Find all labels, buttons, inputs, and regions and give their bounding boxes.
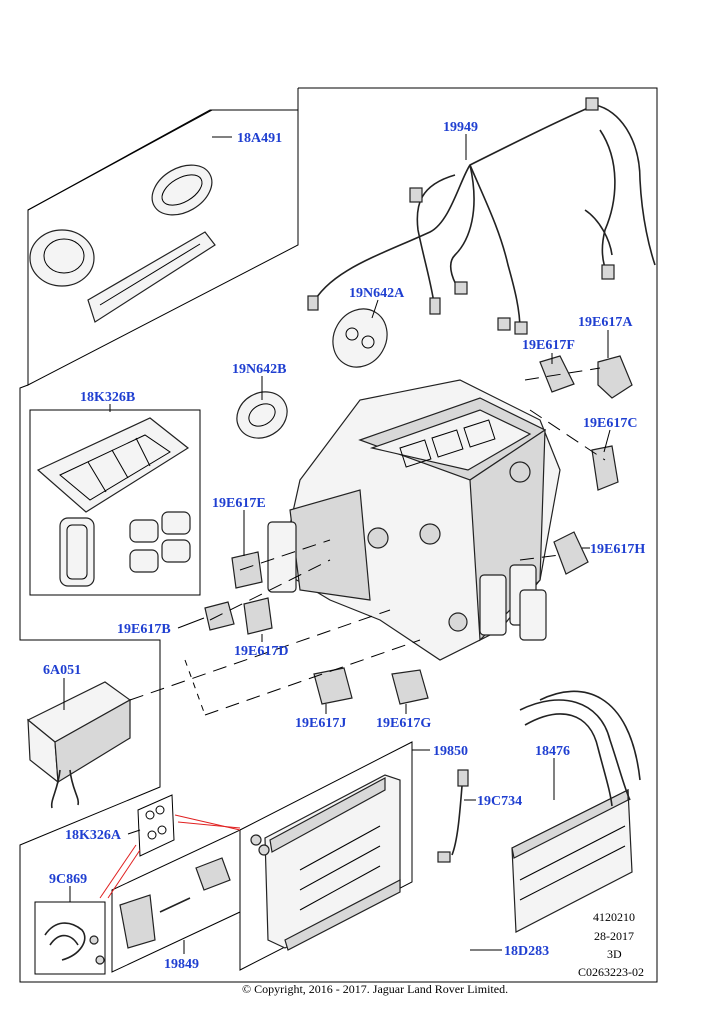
label-19E617B: 19E617B bbox=[117, 622, 171, 637]
evaporator-part bbox=[26, 681, 132, 809]
hvac-housing-part bbox=[267, 379, 561, 661]
alignment-dashes bbox=[129, 367, 606, 716]
seal-kit-a-panel-frame bbox=[137, 794, 175, 857]
actuator-g-part bbox=[391, 669, 429, 705]
wiring-harness-part bbox=[307, 97, 656, 335]
label-19E617H: 19E617H bbox=[590, 542, 645, 557]
label-19E617D: 19E617D bbox=[234, 644, 288, 659]
meta-code-2: 28-2017 bbox=[594, 929, 634, 943]
label-18476: 18476 bbox=[535, 744, 570, 759]
copyright-text: © Copyright, 2016 - 2017. Jaguar Land Ro… bbox=[242, 982, 508, 996]
meta-code-1: 4120210 bbox=[593, 910, 635, 924]
seal-quad-part bbox=[129, 511, 191, 573]
heater-core-part bbox=[250, 774, 401, 951]
label-18K326A: 18K326A bbox=[65, 828, 122, 843]
label-9C869: 9C869 bbox=[49, 872, 87, 887]
label-19C734: 19C734 bbox=[477, 794, 522, 809]
label-19E617J: 19E617J bbox=[295, 716, 346, 731]
meta-code-3: 3D bbox=[607, 947, 622, 961]
gasket-ring-part bbox=[29, 229, 95, 287]
actuator-c-part bbox=[591, 445, 619, 491]
actuator-a-part bbox=[597, 355, 633, 399]
label-19849: 19849 bbox=[164, 957, 199, 972]
label-19E617F: 19E617F bbox=[522, 338, 575, 353]
gasket-oval-part bbox=[151, 164, 213, 216]
label-19E617E: 19E617E bbox=[212, 496, 266, 511]
label-18D283: 18D283 bbox=[504, 944, 549, 959]
actuator-f-part bbox=[539, 355, 575, 393]
heater-core-panel-frame bbox=[239, 741, 413, 971]
label-19E617G: 19E617G bbox=[376, 716, 431, 731]
actuator-d-part bbox=[243, 597, 273, 635]
meta-code-4: C0263223-02 bbox=[578, 965, 644, 979]
grommet-a-part bbox=[332, 308, 388, 368]
actuator-j-part bbox=[313, 667, 353, 705]
label-6A051: 6A051 bbox=[43, 663, 81, 678]
grommet-b-part bbox=[236, 391, 288, 439]
red-leaders bbox=[99, 814, 241, 899]
actuator-h-part bbox=[553, 531, 589, 575]
label-18K326B: 18K326B bbox=[80, 390, 135, 405]
seal-frame-part bbox=[36, 417, 190, 513]
gasket-strip-part bbox=[87, 231, 216, 323]
label-19850: 19850 bbox=[433, 744, 468, 759]
label-leaders bbox=[63, 134, 611, 954]
label-19E617C: 19E617C bbox=[583, 416, 637, 431]
valve-part bbox=[119, 857, 231, 949]
label-19N642B: 19N642B bbox=[232, 362, 286, 377]
hose-part bbox=[44, 922, 105, 965]
actuator-e-part bbox=[231, 551, 263, 589]
actuator-b-part bbox=[204, 601, 235, 631]
main-frame bbox=[19, 87, 658, 983]
gasket-panel-frame bbox=[27, 109, 299, 386]
valve-panel-frame bbox=[111, 829, 241, 973]
sensor-part bbox=[437, 769, 469, 863]
label-18A491: 18A491 bbox=[237, 131, 282, 146]
label-19E617A: 19E617A bbox=[578, 315, 633, 330]
radiator-part bbox=[511, 690, 641, 933]
label-19N642A: 19N642A bbox=[349, 286, 405, 301]
label-19949: 19949 bbox=[443, 120, 478, 135]
seal-kit-a-part bbox=[145, 805, 167, 840]
seal-ring-part bbox=[59, 517, 95, 587]
seal-kit-panel-frame bbox=[29, 409, 201, 596]
